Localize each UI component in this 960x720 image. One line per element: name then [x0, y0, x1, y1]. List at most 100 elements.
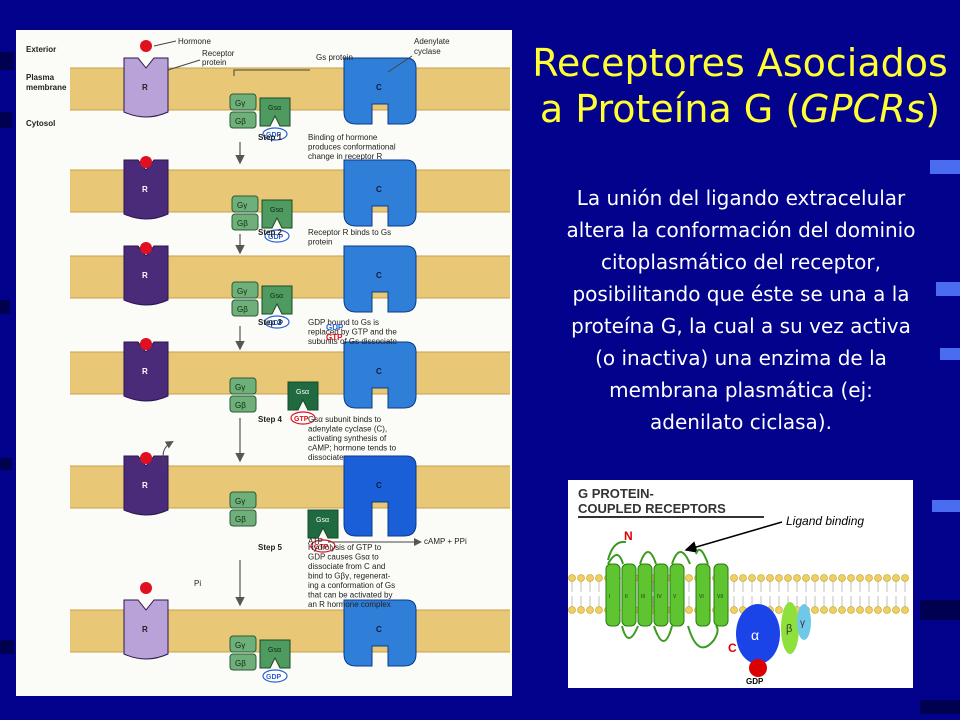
lipid-head [883, 606, 891, 614]
transmembrane-helix [653, 563, 669, 627]
g-alpha-subunit [287, 381, 319, 411]
receptor-label: R [142, 271, 148, 280]
exterior-label: Exterior [26, 45, 56, 54]
beta-label: β [786, 623, 792, 635]
gdp-molecule [749, 659, 767, 677]
nucleotide-label: GDP [266, 132, 282, 139]
lipid-head [802, 574, 810, 582]
lipid-head [568, 606, 576, 614]
title-line-1: Receptores Asociados [532, 41, 948, 85]
g-beta-label: Gβ [235, 659, 246, 668]
hormone-leave-arrow [162, 441, 174, 467]
hormone-molecule [140, 156, 152, 168]
lipid-head [856, 574, 864, 582]
g-gamma-label: Gγ [237, 287, 247, 296]
step-text: Gsα subunit binds to [308, 415, 382, 424]
lipid-head [784, 574, 792, 582]
body-line: posibilitando que éste se una a la [572, 282, 910, 306]
transmembrane-helix [637, 563, 653, 627]
g-beta-label: Gβ [235, 117, 246, 126]
lipid-head [838, 606, 846, 614]
extracellular-loops [607, 540, 709, 565]
step-text: bind to Gβγ, regenerat- [308, 572, 391, 581]
membrane-label: membrane [26, 83, 67, 92]
lipid-head [892, 606, 900, 614]
g-gamma-subunit [229, 377, 257, 395]
cyclase-label: C [376, 367, 382, 376]
step-text: protein [308, 238, 332, 247]
step-text: activating synthesis of [308, 434, 387, 443]
hormone-molecule [140, 242, 152, 254]
intracellular-loops [621, 625, 719, 649]
g-alpha-label: Gsα [316, 517, 329, 524]
g-alpha-subunit [307, 509, 339, 539]
adenylate-cyclase [343, 57, 417, 125]
lipid-head [775, 574, 783, 582]
slide-body-text: La unión del ligando extracelular altera… [525, 182, 957, 438]
nucleotide-badge [264, 229, 290, 243]
decor-bar [936, 282, 960, 296]
decor-bar [0, 52, 14, 70]
receptor-label: R [142, 625, 148, 634]
camp-label: cAMP + PPi [424, 537, 467, 546]
step-text: GDP bound to Gs is [308, 318, 379, 327]
g-beta-subunit [231, 213, 259, 231]
g-beta-label: Gβ [235, 515, 246, 524]
step-text: subunits of Gs dissociate [308, 337, 397, 346]
g-alpha-label: Gsα [268, 647, 281, 654]
hormone-molecule [140, 582, 152, 594]
lipid-head [847, 574, 855, 582]
step-title: Step 2 [258, 228, 283, 237]
step-title: Step 5 [258, 543, 283, 552]
nucleotide-badge [262, 127, 288, 141]
lipid-head [883, 574, 891, 582]
nucleotide-badge [310, 539, 336, 553]
g-alpha-subunit [261, 199, 293, 229]
alpha-label: α [751, 627, 759, 643]
leader-line [167, 59, 201, 71]
n-terminus-label: N [624, 529, 633, 543]
receptor-label: protein [202, 58, 226, 67]
c-terminus-label: C [728, 641, 737, 655]
lipid-head [595, 606, 603, 614]
g-gamma-label: Gγ [237, 201, 247, 210]
step-title: Step 1 [258, 133, 283, 142]
step-text: Binding of hormone [308, 133, 378, 142]
lipid-head [820, 574, 828, 582]
lipid-head [568, 574, 576, 582]
title-suffix: ) [925, 87, 941, 131]
step-title: Step 4 [258, 415, 283, 424]
receptor-protein [123, 599, 169, 660]
lipid-head [577, 574, 585, 582]
gdp-out-label: GDP [326, 323, 344, 332]
lipid-head [865, 606, 873, 614]
step-text: cAMP; hormone tends to [308, 444, 397, 453]
gs-bracket [233, 69, 310, 76]
g-gamma-subunit [231, 195, 259, 213]
decor-bar [920, 700, 960, 714]
lipid-head [820, 606, 828, 614]
lipid-head [892, 574, 900, 582]
step-text: GDP causes Gsα to [308, 553, 379, 562]
nucleotide-label: GDP [268, 320, 284, 327]
plasma-label: Plasma [26, 73, 55, 82]
g-alpha-subunit [261, 285, 293, 315]
decor-bar [0, 458, 12, 470]
g-beta-subunit [781, 602, 799, 654]
receptor-label: R [142, 367, 148, 376]
nucleotide-badge [262, 669, 288, 683]
slide-title: Receptores Asociados a Proteína G (GPCRs… [520, 40, 960, 132]
ligand-binding-arrow [684, 521, 783, 553]
decor-bar [940, 348, 960, 360]
g-alpha-label: Gsα [270, 207, 283, 214]
lipid-head [685, 606, 693, 614]
g-beta-label: Gβ [237, 305, 248, 314]
hormone-molecule [140, 452, 152, 464]
g-beta-subunit [229, 395, 257, 413]
gamma-label: γ [800, 618, 805, 629]
lipid-head [586, 606, 594, 614]
receptor-label: R [142, 481, 148, 490]
ligand-binding-label: Ligand binding [786, 514, 864, 528]
title-acronym: GPCRs [800, 87, 926, 131]
nucleotide-badge [264, 315, 290, 329]
